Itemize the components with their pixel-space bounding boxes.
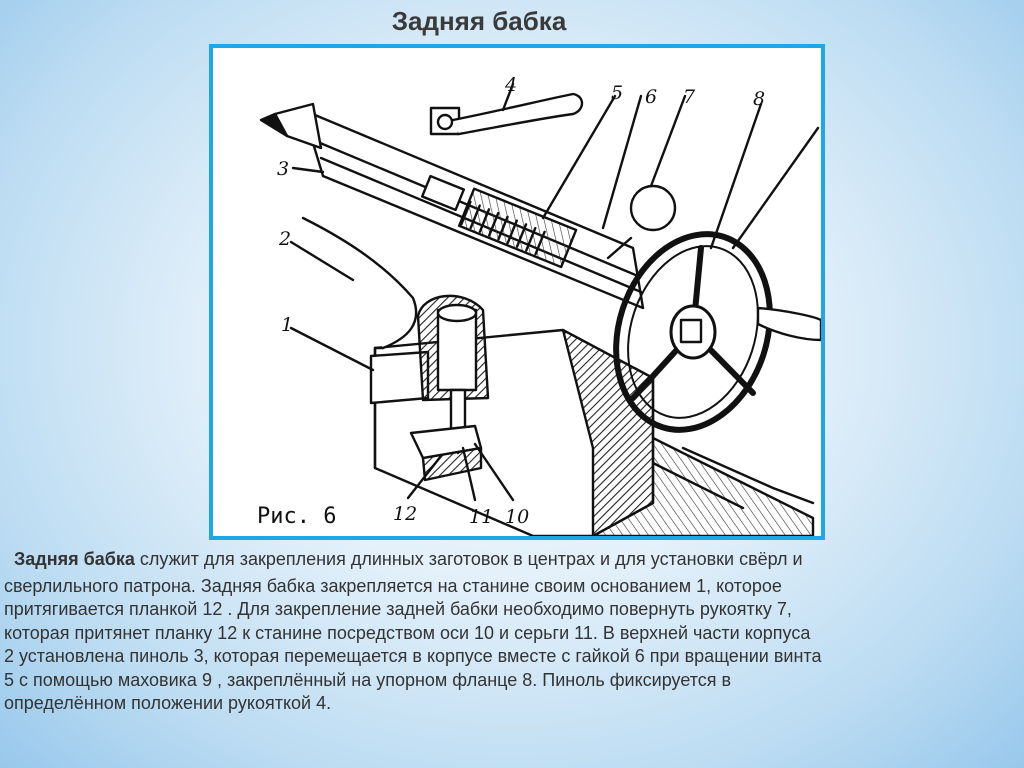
callout-10: 10: [505, 506, 530, 528]
callout-2: 2: [279, 228, 292, 250]
description-line: определённом положении рукояткой 4.: [4, 693, 332, 713]
figure-frame: Рис. 6 4 5 6 7 8 3 2 1 12 11 10: [209, 44, 825, 540]
callout-1: 1: [281, 314, 294, 336]
lead-term: Задняя бабка: [14, 549, 135, 569]
figure-caption: Рис. 6: [257, 504, 337, 529]
callout-11: 11: [469, 506, 494, 528]
description-line: 5 с помощью маховика 9 , закреплённый на…: [4, 669, 732, 690]
description-line: Задняя бабка служит для закрепления длин…: [14, 549, 803, 569]
description-line: сверлильного патрона. Задняя бабка закре…: [4, 575, 782, 596]
callout-6: 6: [645, 86, 658, 108]
callout-5: 5: [611, 82, 624, 104]
description-line: притягивается планкой 12 . Для закреплен…: [4, 599, 792, 619]
slide-title: Задняя бабка: [391, 6, 567, 36]
callout-12: 12: [393, 503, 418, 525]
callout-7: 7: [683, 86, 696, 108]
callout-3: 3: [277, 158, 290, 180]
description-text: Задняя бабка служит для закрепления длин…: [4, 548, 1020, 716]
callout-8: 8: [753, 88, 766, 110]
callout-4: 4: [505, 74, 518, 96]
tailstock-drawing: [259, 82, 821, 536]
description-line: которая притянет планку 12 к станине пос…: [4, 622, 811, 643]
description-line: 2 установлена пиноль 3, которая перемеща…: [4, 646, 822, 666]
